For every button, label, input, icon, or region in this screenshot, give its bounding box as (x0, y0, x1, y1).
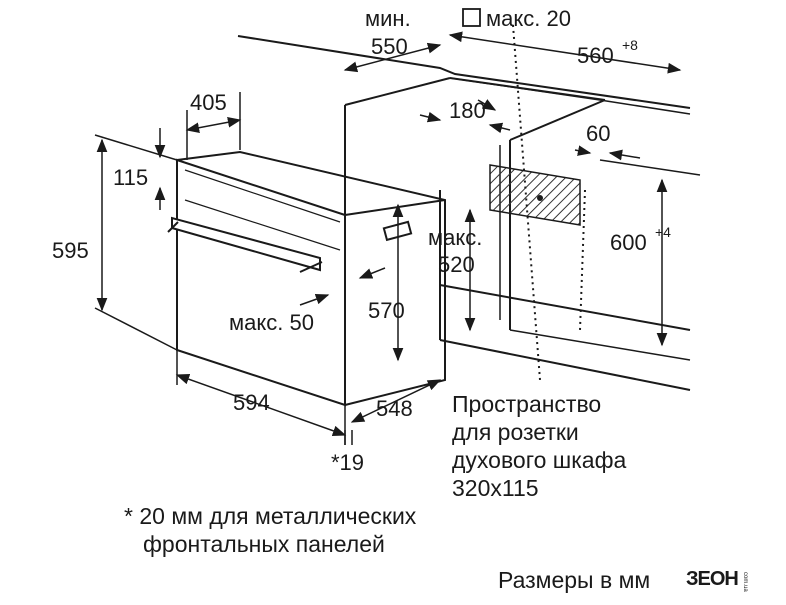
label-max: макс. (428, 225, 482, 250)
footnote-line-2: фронтальных панелей (143, 531, 385, 557)
label-548: 548 (376, 396, 413, 421)
label-19: *19 (331, 450, 364, 475)
label-115: 115 (113, 165, 148, 190)
label-570: 570 (368, 298, 405, 323)
label-600: 600 (610, 230, 647, 255)
cabinet-outline (237, 35, 701, 391)
label-max20: макс. 20 (486, 6, 571, 31)
label-min: мин. (365, 6, 411, 31)
dimension-labels: мин. 550 макс. 20 560 +8 405 180 60 115 … (52, 6, 671, 475)
socket-note-line-4: 320x115 (452, 475, 539, 501)
label-550: 550 (371, 34, 408, 59)
label-594: 594 (233, 390, 270, 415)
socket-note: Пространство для розетки духового шкафа … (452, 391, 627, 501)
socket-note-line-2: для розетки (452, 419, 579, 445)
brand-logo: ЗЕОН com.ua (686, 568, 748, 592)
square-icon (462, 8, 481, 27)
label-180: 180 (449, 98, 486, 123)
label-405: 405 (190, 90, 227, 115)
socket-area (489, 164, 581, 226)
socket-note-line-1: Пространство (452, 391, 601, 417)
label-60: 60 (586, 121, 610, 146)
label-600-sup: +4 (655, 224, 671, 240)
footnote-line-1: * 20 мм для металлических (124, 503, 417, 529)
dimension-lines (94, 31, 682, 445)
brand-name: ЗЕОН (686, 568, 738, 590)
footnote: * 20 мм для металлических фронтальных па… (124, 503, 417, 557)
label-520: 520 (438, 252, 475, 277)
units-note: Размеры в мм (498, 567, 650, 593)
label-560-sup: +8 (622, 37, 638, 53)
label-595: 595 (52, 238, 89, 263)
label-560: 560 (577, 43, 614, 68)
socket-note-line-3: духового шкафа (452, 447, 627, 473)
oven-body (167, 150, 446, 407)
label-max50: макс. 50 (229, 310, 314, 335)
brand-suffix: com.ua (742, 572, 748, 592)
